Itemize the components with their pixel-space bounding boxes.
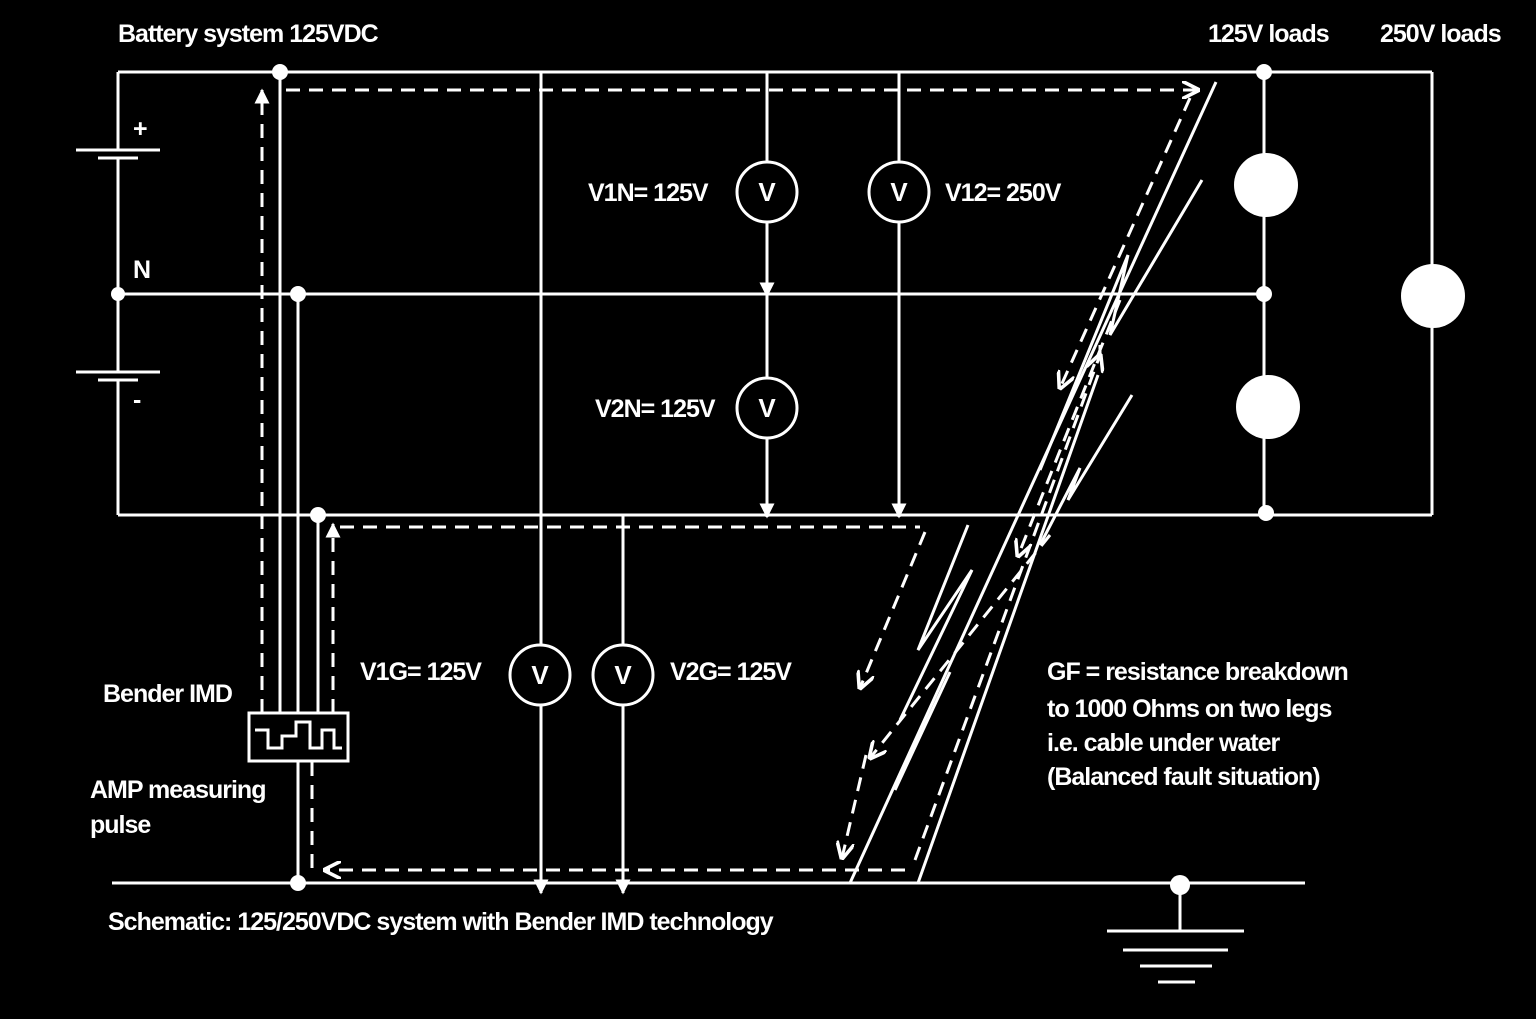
node-pos-imd bbox=[272, 64, 288, 80]
voltmeter-v1g-symbol: V bbox=[531, 660, 549, 690]
gf-note-line1: GF = resistance breakdown bbox=[1047, 658, 1348, 686]
fault-cable-positive bbox=[848, 81, 1218, 884]
voltmeter-v2g: V bbox=[591, 643, 655, 707]
imd-wires bbox=[278, 72, 320, 883]
voltmeter-v1g-circle bbox=[508, 643, 572, 707]
negative-terminal-label: - bbox=[133, 386, 141, 414]
voltmeter-v2n-symbol: V bbox=[758, 393, 776, 423]
fault-zigzag-mid bbox=[1038, 394, 1134, 546]
v2g-reading: V2G= 125V bbox=[670, 658, 792, 686]
positive-terminal-label: + bbox=[133, 115, 147, 143]
neutral-label: N bbox=[133, 256, 150, 284]
battery-cells bbox=[76, 148, 160, 382]
fault-zigzag-lower bbox=[898, 524, 974, 721]
load-125-lower bbox=[1236, 375, 1300, 439]
fault-path-upper-up bbox=[913, 355, 1100, 861]
bender-imd-device bbox=[247, 711, 350, 763]
nodes bbox=[111, 64, 1274, 895]
v1n-reading: V1N= 125V bbox=[588, 179, 709, 207]
loads bbox=[1234, 153, 1465, 439]
pulse-waveform-icon bbox=[255, 720, 342, 750]
battery-system-label: Battery system 125VDC bbox=[118, 20, 379, 48]
voltmeter-v2n: V bbox=[735, 376, 799, 440]
load-125-upper bbox=[1234, 153, 1298, 217]
voltmeter-v2g-symbol: V bbox=[614, 660, 632, 690]
fault-path-lower-down bbox=[860, 531, 927, 688]
loads-250-label: 250V loads bbox=[1380, 20, 1501, 48]
voltmeter-v2n-circle bbox=[735, 376, 799, 440]
pulse-paths bbox=[254, 90, 1198, 870]
fault-path-upper-down bbox=[1060, 97, 1192, 388]
labels: Battery system 125VDC 125V loads 250V lo… bbox=[90, 20, 1502, 936]
node-load-top bbox=[1256, 64, 1272, 80]
load-250 bbox=[1401, 264, 1465, 328]
v2n-reading: V2N= 125V bbox=[595, 395, 716, 423]
voltmeter-v1n-circle bbox=[735, 160, 799, 224]
bender-imd-label: Bender IMD bbox=[103, 680, 232, 708]
earth-ground-symbol bbox=[1107, 885, 1244, 984]
fault-zigzag-bottom bbox=[893, 671, 952, 791]
fault-cables bbox=[848, 81, 1218, 884]
gf-note-line2: to 1000 Ohms on two legs bbox=[1047, 695, 1331, 723]
meter-feeds bbox=[533, 72, 907, 895]
loads-125-label: 125V loads bbox=[1208, 20, 1329, 48]
node-neutral-battery bbox=[111, 287, 125, 301]
voltmeter-v12: V bbox=[867, 160, 931, 224]
voltmeter-v2g-circle bbox=[591, 643, 655, 707]
fault-zigzag-upper bbox=[1038, 179, 1204, 471]
node-load-bottom bbox=[1258, 505, 1274, 521]
schematic-caption: Schematic: 125/250VDC system with Bender… bbox=[108, 908, 774, 936]
fault-path-mid-down bbox=[1018, 299, 1122, 556]
v12-reading: V12= 250V bbox=[945, 179, 1062, 207]
amp-pulse-label-line2: pulse bbox=[90, 811, 151, 839]
voltmeter-v1g: V bbox=[508, 643, 572, 707]
node-neutral-imd bbox=[290, 286, 306, 302]
voltmeter-v12-symbol: V bbox=[890, 177, 908, 207]
v1g-reading: V1G= 125V bbox=[360, 658, 482, 686]
fault-path-lower-up bbox=[870, 534, 1052, 758]
gf-note-line4: (Balanced fault situation) bbox=[1047, 763, 1320, 791]
node-ground-imd bbox=[290, 875, 306, 891]
gf-note-line3: i.e. cable under water bbox=[1047, 729, 1281, 757]
voltmeters: V V V V V bbox=[508, 160, 931, 707]
voltmeter-v12-circle bbox=[867, 160, 931, 224]
fault-cable-negative bbox=[916, 374, 1100, 884]
node-load-mid bbox=[1256, 286, 1272, 302]
fault-path-lower-to-ground bbox=[842, 754, 868, 858]
voltmeter-v1n: V bbox=[735, 160, 799, 224]
node-neg-imd bbox=[310, 507, 326, 523]
bus-wires bbox=[112, 70, 1434, 885]
amp-pulse-label-line1: AMP measuring bbox=[90, 776, 265, 804]
voltmeter-v1n-symbol: V bbox=[758, 177, 776, 207]
